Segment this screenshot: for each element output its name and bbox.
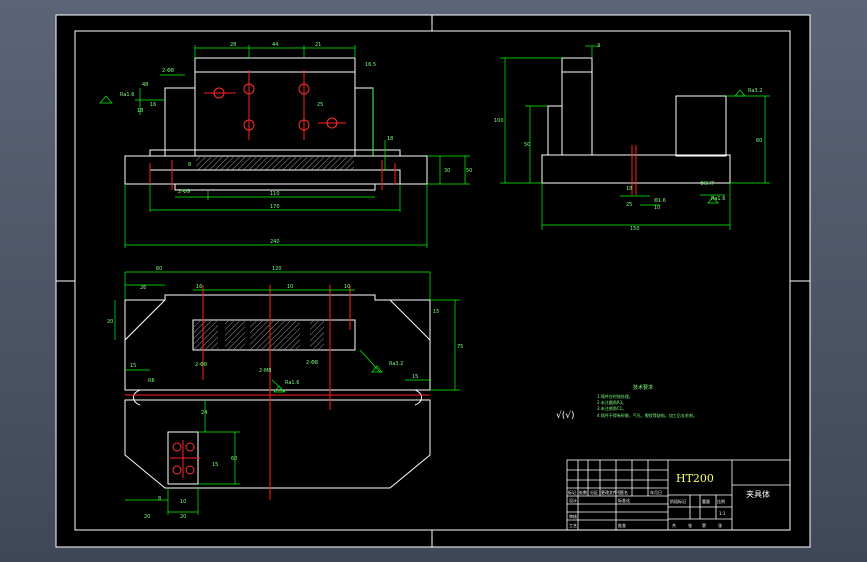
tb-stage-label: 阶段标记 xyxy=(670,498,686,504)
top-dim-lower-3: 15 xyxy=(212,462,218,468)
tb-designer-label: 设计 xyxy=(569,497,577,503)
tech-req-line-4: 4.铸件不得有砂眼、气孔、裂纹等缺陷，加工后去毛刺。 xyxy=(597,412,697,418)
top-dim-left-1: 20 xyxy=(107,319,113,325)
top-dim-2: 120 xyxy=(272,266,282,272)
front-dim-right-1: 16.5 xyxy=(365,62,376,68)
side-dim-9: Φ6H7 xyxy=(700,181,714,187)
front-dim-side-2: 50 xyxy=(466,168,472,174)
tech-req-line-2: 2.未注圆角R3。 xyxy=(597,399,626,405)
tech-req-line-1: 1.铸件应时效处理。 xyxy=(597,393,633,399)
top-dim-mid-3: 2-M8 xyxy=(259,368,271,374)
front-dim-top-2: 44 xyxy=(272,42,278,48)
tb-sheet-label-1: 共 xyxy=(672,522,676,528)
front-dim-bottom-4: 240 xyxy=(270,239,280,245)
tb-scale-label: 比例 xyxy=(717,498,725,504)
drawing-sheet xyxy=(55,14,811,548)
tb-row-label-6: 年月日 xyxy=(650,489,662,495)
top-dim-1: 60 xyxy=(156,266,162,272)
tb-weight-label: 重量 xyxy=(702,498,710,504)
top-dim-left-3: R6 xyxy=(148,378,155,384)
side-dim-10: 18 xyxy=(626,186,632,192)
top-roughness-1: Ra3.2 xyxy=(389,361,403,367)
tech-req-line-3: 3.未注倒角C1。 xyxy=(597,405,626,411)
side-dim-4: 60 xyxy=(756,138,762,144)
front-dim-bottom-1: 2-Φ9 xyxy=(178,189,190,195)
front-dim-bottom-2: 110 xyxy=(270,191,280,197)
title-block: 标记 处数 分区 更改文件号 签名 年月日 设计 标准化 审核 工艺 批准 阶段… xyxy=(566,459,791,531)
front-dim-left-2: 48 xyxy=(142,82,148,88)
front-dim-top-1: 28 xyxy=(230,42,236,48)
top-dim-lower-7: 20 xyxy=(180,514,186,520)
tb-sheet-label-2: 张 xyxy=(688,522,692,528)
tb-part-name: 夹具体 xyxy=(746,489,770,499)
side-dim-1: 3 xyxy=(597,43,600,49)
tb-row-label-3: 分区 xyxy=(590,489,598,495)
top-dim-lower-2: 60 xyxy=(231,456,237,462)
tb-row-label-5: 签名 xyxy=(620,489,628,495)
tb-standard-label: 标准化 xyxy=(618,497,630,503)
top-dim-lower-1: 24 xyxy=(201,410,207,416)
front-dim-left-3: 16 xyxy=(150,102,156,108)
top-dim-left-2: 15 xyxy=(130,363,136,369)
top-view: 60 120 26 16 10 10 20 15 R6 15 75 15 2-Φ… xyxy=(107,266,463,520)
side-dim-3: 50 xyxy=(524,142,530,148)
top-dim-3: 26 xyxy=(140,285,146,291)
tb-review-label: 审核 xyxy=(569,513,577,519)
top-dim-right-1: 15 xyxy=(433,309,439,315)
top-roughness-2: Ra1.6 xyxy=(285,380,299,386)
technical-requirements: 技术要求 1.铸件应时效处理。 2.未注圆角R3。 3.未注倒角C1。 4.铸件… xyxy=(556,384,697,421)
top-dim-lower-6: 20 xyxy=(144,514,150,520)
front-dim-right-3: 18 xyxy=(387,136,393,142)
tb-process-label: 工艺 xyxy=(569,523,577,528)
top-dim-mid-1: 2-Φ8 xyxy=(195,362,207,368)
tb-row-label-1: 标记 xyxy=(568,489,576,495)
tb-approve-label: 批准 xyxy=(618,522,626,528)
top-dim-lower-5: 10 xyxy=(180,499,186,505)
front-roughness: Ra1.6 xyxy=(120,92,134,98)
front-dim-side-3: 8 xyxy=(188,162,191,168)
top-dim-right-2: 75 xyxy=(457,344,463,350)
front-dim-left-4: 18 xyxy=(137,108,143,114)
tb-scale-value: 1:1 xyxy=(719,511,726,516)
side-view: 3 100 50 60 150 Φ1.6 10 25 Φ6H7 18 Ra3.2… xyxy=(494,43,770,232)
tech-req-title: 技术要求 xyxy=(633,384,653,391)
top-dim-mid-2: 2-Φ8 xyxy=(306,360,318,366)
top-dim-lower-4: 8 xyxy=(158,496,161,502)
front-dim-bottom-3: 170 xyxy=(270,204,280,210)
side-dim-8: 25 xyxy=(626,202,632,208)
side-roughness-2: Ra1.6 xyxy=(711,196,725,202)
tb-row-label-4: 更改文件号 xyxy=(601,489,621,495)
top-dim-5: 10 xyxy=(287,284,293,290)
side-dim-5: 150 xyxy=(630,226,640,232)
roughness-symbol: √(√) xyxy=(556,410,575,421)
tb-sheet-label-3: 第 xyxy=(702,522,706,528)
side-roughness-1: Ra3.2 xyxy=(748,88,762,94)
tb-row-label-2: 处数 xyxy=(579,489,587,495)
tb-material: HT200 xyxy=(676,472,714,485)
side-dim-2: 100 xyxy=(494,118,504,124)
front-dim-left-1: 2-Φ8 xyxy=(162,68,174,74)
top-dim-4: 16 xyxy=(196,284,202,290)
front-dim-side-1: 30 xyxy=(444,168,450,174)
front-dim-top-3: 21 xyxy=(315,42,321,48)
tb-sheet-label-4: 张 xyxy=(718,522,722,528)
front-dim-right-2: 25 xyxy=(317,102,323,108)
top-dim-6: 10 xyxy=(344,284,350,290)
side-dim-7: 10 xyxy=(654,205,660,211)
side-dim-6: Φ1.6 xyxy=(654,198,666,204)
top-dim-right-3: 15 xyxy=(412,374,418,380)
centering-marks xyxy=(56,15,810,547)
front-view: 28 44 21 2-Φ8 48 16 18 16.5 25 18 2-Φ9 1… xyxy=(99,42,472,248)
